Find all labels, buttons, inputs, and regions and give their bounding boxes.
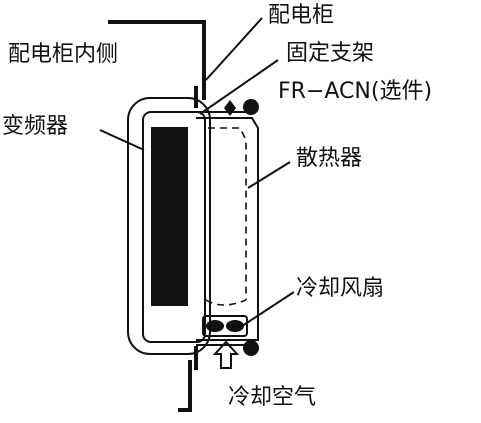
cooling-fans	[202, 315, 248, 337]
label-heatsink: 散热器	[296, 146, 362, 171]
fixing-bracket-top	[196, 99, 259, 116]
label-bracket-model: FR−ACN(选件)	[278, 79, 432, 104]
inverter-body	[127, 97, 211, 355]
cabinet-wall	[108, 20, 206, 412]
bracket-screw-top	[224, 100, 236, 116]
heatsink	[196, 117, 259, 341]
label-cooling-fan: 冷却风扇	[296, 276, 384, 301]
cooling-air-arrow	[212, 340, 240, 369]
label-cabinet-inside: 配电柜内侧	[8, 42, 118, 67]
label-inverter: 变频器	[2, 114, 68, 139]
label-cabinet: 配电柜	[268, 3, 334, 28]
leader-lines	[99, 17, 295, 331]
label-cooling-air: 冷却空气	[228, 385, 316, 410]
label-bracket: 固定支架	[286, 41, 374, 66]
inverter-panel	[151, 127, 188, 306]
